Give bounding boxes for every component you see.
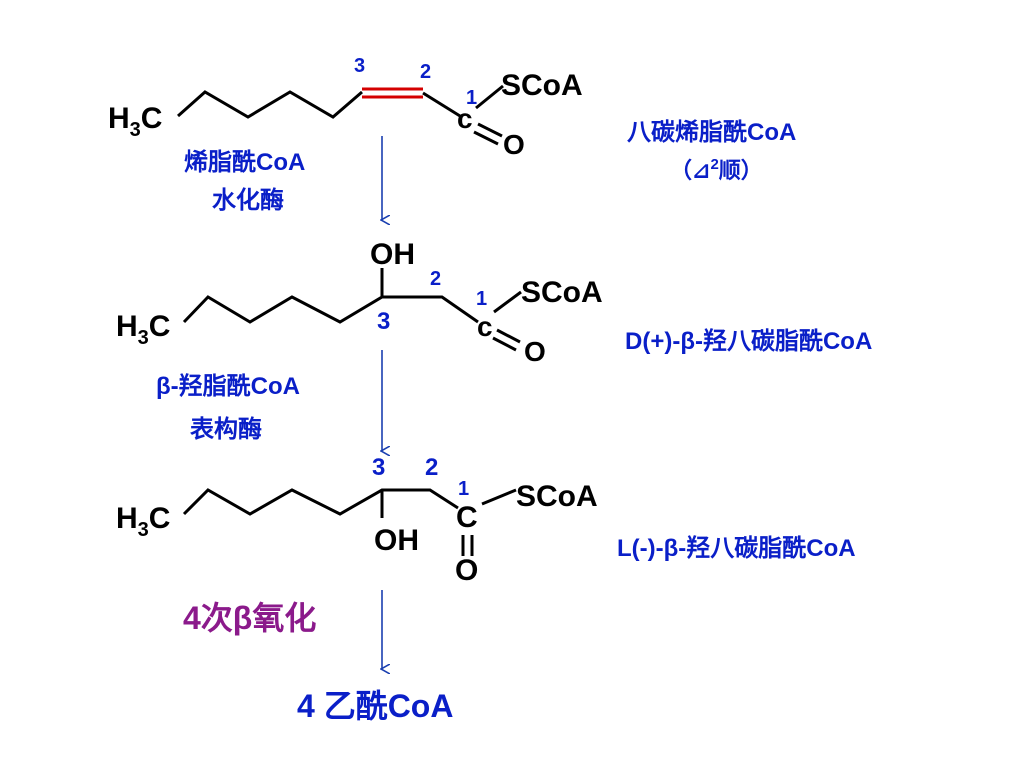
carbon-number-1: 1 xyxy=(476,288,487,310)
hydroxyl-label: OH xyxy=(374,524,419,557)
carbon-chain xyxy=(182,488,459,516)
carbon-chain xyxy=(182,295,479,324)
enzyme-hydroxyacyl-coa-epimerase-line1: β-羟脂酰CoA xyxy=(156,372,300,400)
bond-c1-s xyxy=(475,84,504,110)
h3c-label: H3C xyxy=(116,502,170,541)
carbonyl-carbon-label: c xyxy=(477,311,493,342)
carbonyl-oxygen-label: O xyxy=(503,129,525,160)
scoa-label: SCoA xyxy=(521,276,603,309)
carbon-number-1: 1 xyxy=(458,478,469,500)
hydroxyl-label: OH xyxy=(370,238,415,271)
bond-c1-s xyxy=(481,488,517,506)
h3c-label: H3C xyxy=(108,102,162,141)
molecule-d-hydroxyacyl-coa: H3C OH c O SCoA 3 2 1 D(+)-β-羟八碳脂酰CoA xyxy=(116,238,872,367)
carbon-number-3: 3 xyxy=(377,308,390,335)
product-acetyl-coa-label: 4 乙酰CoA xyxy=(297,688,453,724)
scoa-label: SCoA xyxy=(516,480,598,513)
h3c-label: H3C xyxy=(116,310,170,349)
bond-c1-s xyxy=(493,290,522,314)
carbonyl-bond-b xyxy=(492,336,517,352)
carbon-number-2: 2 xyxy=(420,61,431,83)
compound-name-octenoyl-coa: 八碳烯脂酰CoA xyxy=(627,118,796,146)
carbon-number-2: 2 xyxy=(430,268,441,290)
molecule-octenoyl-coa: H3C c O SCoA 3 2 1 八碳烯脂酰CoA （⊿2顺） xyxy=(108,55,796,183)
carbonyl-bond-b xyxy=(473,130,499,146)
carbonyl-oxygen-label: O xyxy=(524,336,546,367)
cis-delta2-annotation: （⊿2顺） xyxy=(670,156,763,183)
carbonyl-oxygen-label: O xyxy=(455,554,478,587)
carbonyl-carbon-label: C xyxy=(456,501,478,534)
enzyme-enoyl-coa-hydratase-line2: 水化酶 xyxy=(212,186,284,214)
molecule-l-hydroxyacyl-coa: H3C OH C O SCoA 3 2 1 L(-)-β-羟八碳脂酰CoA xyxy=(116,454,856,587)
compound-name-l-hydroxyacyl-coa: L(-)-β-羟八碳脂酰CoA xyxy=(617,534,856,562)
carbonyl-carbon-label: c xyxy=(457,103,473,134)
scoa-label: SCoA xyxy=(501,69,583,102)
beta-oxidation-cycles-label: 4次β氧化 xyxy=(183,600,316,636)
carbon-number-3: 3 xyxy=(354,55,365,77)
enzyme-hydroxyacyl-coa-epimerase-line2: 表构酶 xyxy=(190,415,262,443)
carbon-number-2: 2 xyxy=(425,454,438,481)
enzyme-enoyl-coa-hydratase-line1: 烯脂酰CoA xyxy=(184,148,305,176)
carbonyl-bond-a xyxy=(477,122,503,138)
carbon-chain xyxy=(177,90,363,119)
compound-name-d-hydroxyacyl-coa: D(+)-β-羟八碳脂酰CoA xyxy=(625,327,872,355)
bond-c2-c1 xyxy=(422,91,461,118)
carbonyl-bond-a xyxy=(496,328,521,344)
carbon-number-1: 1 xyxy=(466,87,477,109)
carbon-number-3: 3 xyxy=(372,454,385,481)
